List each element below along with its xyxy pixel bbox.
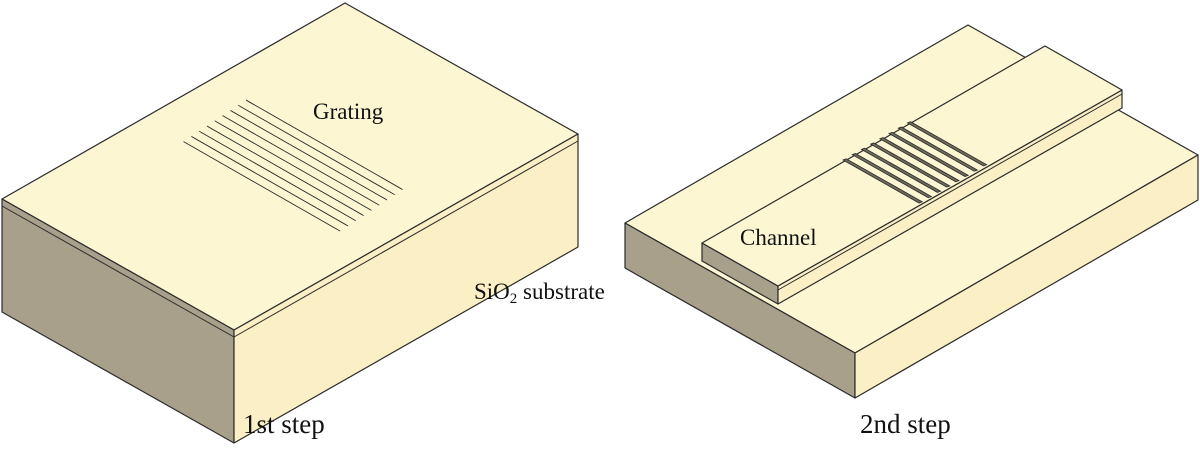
step2-grating-groove xyxy=(878,137,960,183)
step2-grating-groove xyxy=(888,131,970,177)
substrate-label-prefix: SiO xyxy=(474,279,510,304)
step1-film-line-front xyxy=(233,140,579,338)
step2-film-line xyxy=(777,93,1123,291)
step1-grating-groove xyxy=(191,136,349,227)
step2-block xyxy=(624,24,1199,399)
step1-grating-groove xyxy=(222,115,380,206)
step2-grating-groove xyxy=(860,147,942,193)
step2-grating-groove xyxy=(869,142,951,188)
step1-grating xyxy=(183,99,403,232)
step2-label: 2nd step xyxy=(860,409,951,439)
step2-grating-groove xyxy=(842,158,924,204)
step1-grating-groove xyxy=(237,104,396,196)
step1-grating-groove xyxy=(230,110,388,201)
step2-substrate-front-face xyxy=(854,154,1199,399)
step2-grating xyxy=(842,121,988,204)
step1-block xyxy=(1,2,579,444)
step1-front-face xyxy=(233,133,579,444)
step1-film-line-left xyxy=(1,205,235,338)
step2-grating-groove xyxy=(851,153,933,199)
step1-grating-groove xyxy=(198,130,357,222)
grating-label: Grating xyxy=(313,99,384,124)
step1-grating-groove xyxy=(206,125,364,216)
substrate-label-suffix: substrate xyxy=(517,279,605,304)
substrate-label-subscript: 2 xyxy=(509,291,518,307)
channel-label: Channel xyxy=(740,225,817,250)
step1-label: 1st step xyxy=(243,409,325,439)
step1-grating-groove xyxy=(214,120,372,211)
step2-grating-groove xyxy=(906,121,988,167)
step1-grating-groove xyxy=(245,99,403,190)
step2-grating-groove xyxy=(897,126,979,172)
substrate-label: SiO2 substrate xyxy=(474,279,605,307)
step1-grating-groove xyxy=(183,141,341,232)
